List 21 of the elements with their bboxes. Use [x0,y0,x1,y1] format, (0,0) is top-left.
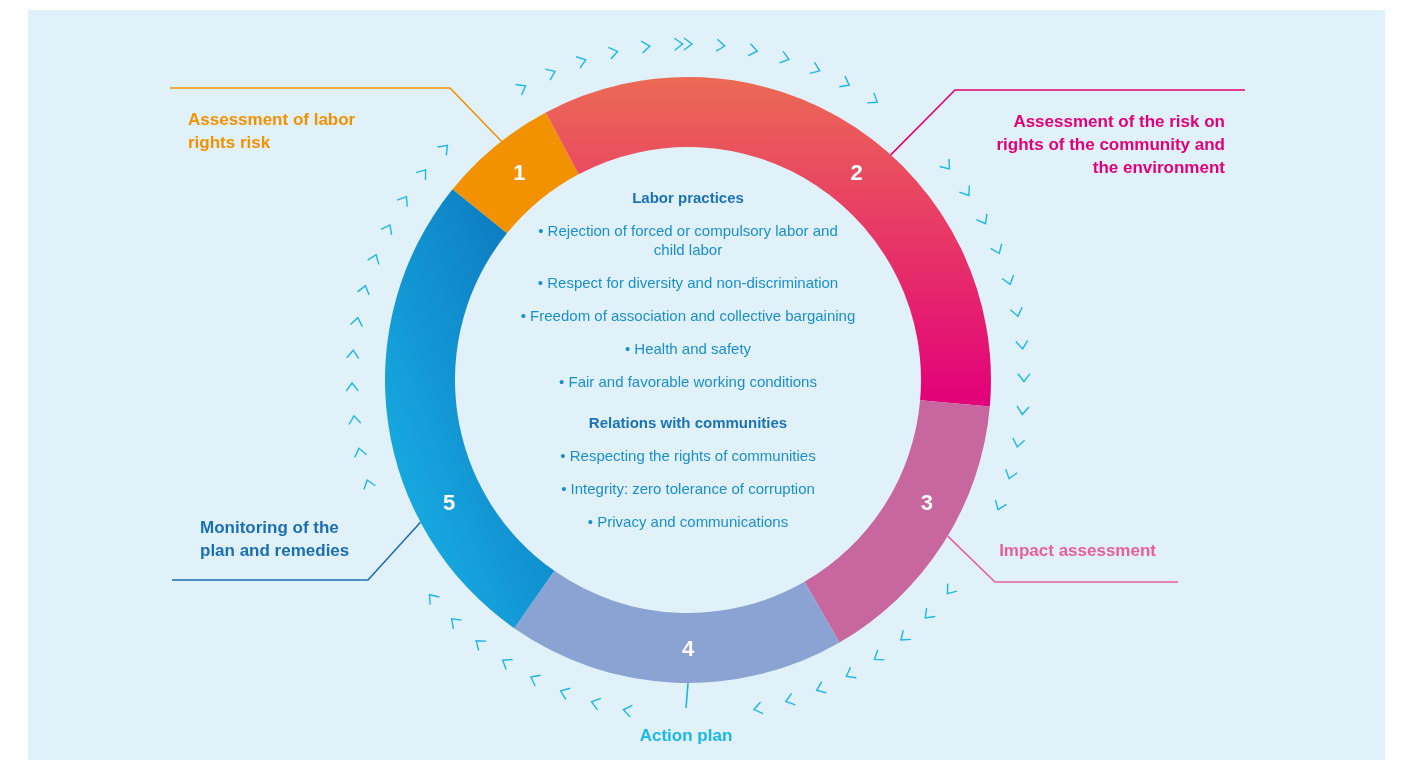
list-item: • Integrity: zero tolerance of corruption [560,479,816,498]
leader-line [889,89,1246,156]
list-item: • Health and safety [623,339,753,358]
step-label: Assessment of labor rights risk [170,88,400,154]
leader-line [946,535,1179,583]
step-label: Action plan [610,708,762,747]
leader-line [171,521,422,581]
list-item: • Respecting the rights of communities [559,446,817,465]
step-label: Impact assessment [990,539,1178,582]
list-item: • Fair and favorable working conditions [558,372,818,391]
step-label: Assessment of the risk on rights of the community and the environment [990,90,1245,179]
list-item: • Respect for diversity and non-discrimination [536,273,840,292]
leader-line [169,87,503,143]
step-label: Monitoring of the plan and remedies [172,516,352,580]
list-item: • Rejection of forced or compulsory labor and child labor [538,221,838,259]
ring-segment: 4 [514,570,840,683]
leader-line [685,682,689,709]
list-item: • Privacy and communications [586,512,790,531]
section-heading: Labor practices [631,188,745,207]
section-heading: Relations with communities [587,413,789,432]
list-item: • Freedom of association and collective bargaining [519,306,857,325]
